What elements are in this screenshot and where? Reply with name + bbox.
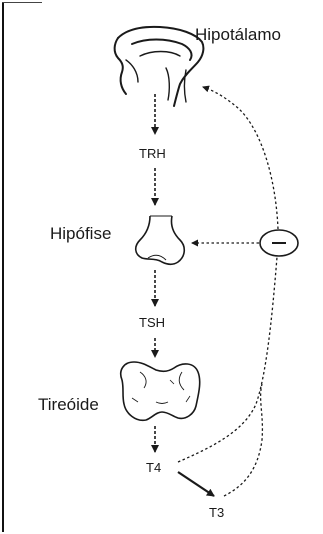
feedback-lines	[178, 87, 278, 496]
label-tsh: TSH	[139, 316, 165, 329]
thyroid-shape	[121, 362, 200, 420]
label-hipofise: Hipófise	[50, 225, 111, 242]
label-t3: T3	[209, 506, 224, 519]
pituitary-shape	[136, 216, 185, 264]
label-hipotalamo: Hipotálamo	[195, 26, 281, 43]
feedback-t3-to-ellipse	[224, 384, 262, 496]
hypothalamus-shape	[115, 27, 204, 106]
label-trh: TRH	[139, 147, 166, 160]
feedback-t4-to-ellipse	[178, 257, 277, 462]
label-t4: T4	[146, 461, 161, 474]
target-ellipse	[260, 230, 298, 256]
arrow-t4-to-t3	[178, 472, 214, 496]
label-tireoide: Tireóide	[38, 396, 99, 413]
feedback-ellipse-to-hypothalamus	[203, 87, 278, 229]
